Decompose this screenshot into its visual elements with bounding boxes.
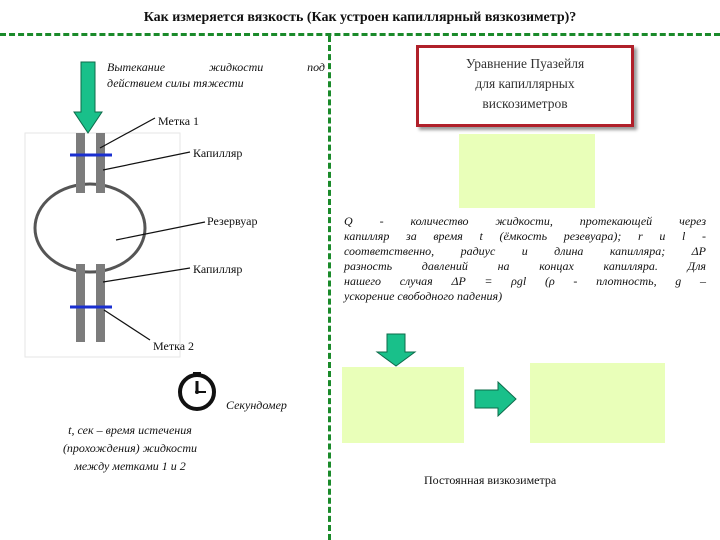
bottom-tube-right <box>96 264 105 342</box>
mark2-label: Метка 2 <box>153 339 195 353</box>
leader-mark2 <box>103 309 151 341</box>
simplified-formula-box <box>342 367 464 443</box>
capillary-bottom-label: Капилляр <box>193 262 243 276</box>
poiseuille-title: Уравнение Пуазейля для капиллярных виско… <box>465 56 585 111</box>
viscometer-constant-box <box>530 363 665 443</box>
header-divider <box>0 33 720 36</box>
mark1-label: Метка 1 <box>158 114 200 128</box>
column-divider <box>328 36 331 540</box>
time-caption-line1: t, сек – время истечения <box>68 423 192 437</box>
viscometer-diagram <box>24 61 216 411</box>
time-caption-line3: между метками 1 и 2 <box>74 459 186 473</box>
right-arrow <box>474 380 517 418</box>
leader-capillary-top <box>102 151 191 171</box>
leader-capillary-bottom <box>102 267 191 283</box>
flow-caption-line2: действием силы тяжести <box>107 76 244 90</box>
constant-label: Постоянная визкозиметра <box>424 473 557 487</box>
poiseuille-title-box: Уравнение Пуазейля для капиллярных виско… <box>416 45 634 127</box>
time-caption-line2: (прохождения) жидкости <box>62 441 198 455</box>
stopwatch-label: Секундомер <box>226 398 287 412</box>
down-arrow <box>375 333 417 367</box>
reservoir-bulb <box>33 182 147 274</box>
flow-caption-line1: Вытекание жидкости под <box>107 60 326 74</box>
arrows-layer <box>375 333 517 418</box>
reservoir-label: Резервуар <box>207 214 258 228</box>
capillary-top-label: Капилляр <box>193 146 243 160</box>
stopwatch-icon <box>178 372 216 411</box>
flow-arrow <box>73 61 103 134</box>
leader-mark1 <box>99 117 156 149</box>
leader-reservoir <box>115 221 206 241</box>
bottom-tube-left <box>76 264 85 342</box>
variables-description: Q - количество жидкости, протекающей чер… <box>344 214 706 303</box>
top-tube-left <box>76 133 85 193</box>
poiseuille-formula-box <box>459 134 595 208</box>
page-title: Как измеряется вязкость (Как устроен кап… <box>143 10 577 25</box>
top-tube-right <box>96 133 105 193</box>
